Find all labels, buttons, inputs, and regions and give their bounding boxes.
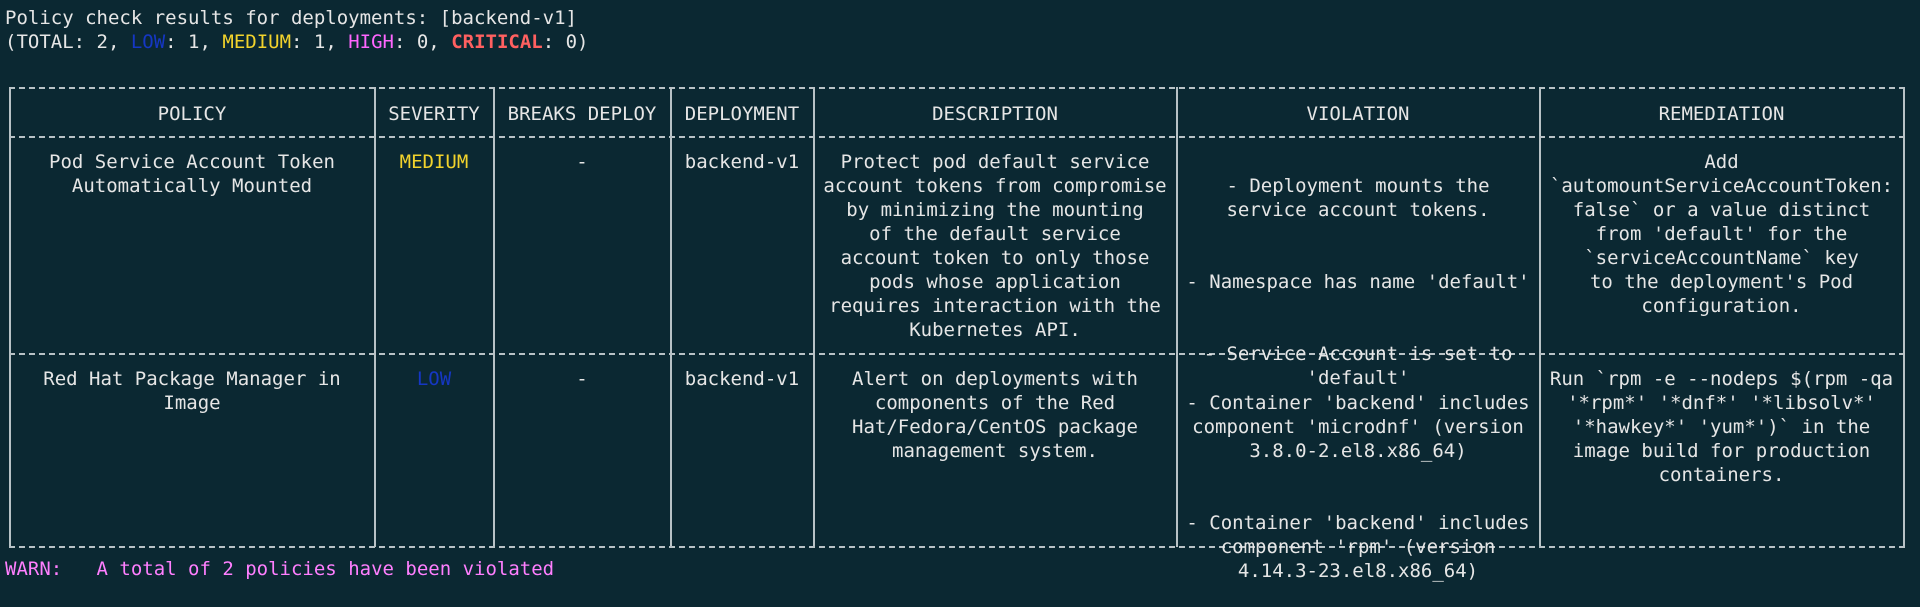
deployment-cell: backend-v1 (684, 151, 800, 173)
warn-message: A total of 2 policies have been violated (96, 558, 555, 580)
summary-critical-label: CRITICAL (451, 31, 543, 53)
table-border-top (9, 87, 1905, 89)
warn-label: WARN: (5, 558, 63, 580)
column-separator (374, 87, 376, 547)
summary-medium-value: : 1, (291, 31, 349, 53)
violation-item: - Container 'backend' includes component… (1186, 392, 1530, 462)
violation-cell: - Container 'backend' includes component… (1179, 367, 1537, 607)
column-separator (1903, 87, 1905, 547)
violation-cell: - Deployment mounts the service account … (1179, 150, 1537, 414)
column-separator (1176, 87, 1178, 547)
summary-medium-label: MEDIUM (222, 31, 292, 53)
breaks-deploy-cell: - (576, 151, 588, 173)
header-policy: POLICY (157, 103, 227, 125)
severity-cell: LOW (416, 368, 452, 390)
terminal-window: Policy check results for deployments: [b… (5, 7, 1905, 582)
severity-summary: (TOTAL: 2, LOW: 1, MEDIUM: 1, HIGH: 0, C… (5, 30, 588, 54)
header-severity: SEVERITY (388, 103, 480, 125)
header-remediation: REMEDIATION (1658, 103, 1785, 125)
column-separator (1539, 87, 1541, 547)
header-breaks-deploy: BREAKS DEPLOY (507, 103, 657, 125)
deployment-cell: backend-v1 (684, 368, 800, 390)
summary-high-value: : 0, (393, 31, 452, 53)
table-header-divider (9, 136, 1905, 138)
violation-item: - Container 'backend' includes component… (1186, 512, 1530, 582)
column-separator (9, 87, 11, 547)
description-cell: Alert on deployments with components of … (852, 368, 1138, 462)
summary-high-label: HIGH (348, 31, 394, 53)
violation-item: - Deployment mounts the service account … (1226, 175, 1490, 221)
column-separator (493, 87, 495, 547)
summary-total: (TOTAL: 2, (5, 31, 131, 53)
remediation-cell: Run `rpm -e --nodeps $(rpm -qa '*rpm*' '… (1549, 368, 1894, 486)
remediation-cell: Add `automountServiceAccountToken: false… (1549, 151, 1894, 317)
table-row-divider (9, 353, 1905, 355)
violation-item: - Namespace has name 'default' (1186, 271, 1530, 293)
policy-cell: Pod Service Account Token Automatically … (49, 151, 335, 197)
summary-low-label: LOW (130, 31, 166, 53)
violation-item: - Service Account is set to 'default' (1203, 343, 1513, 389)
column-separator (813, 87, 815, 547)
results-title: Policy check results for deployments: [b… (5, 7, 577, 29)
column-separator (670, 87, 672, 547)
header-deployment: DEPLOYMENT (684, 103, 800, 125)
policy-cell: Red Hat Package Manager in Image (43, 368, 341, 414)
header-violation: VIOLATION (1306, 103, 1410, 125)
severity-cell: MEDIUM (399, 151, 469, 173)
table-border-bottom (9, 546, 1905, 548)
header-description: DESCRIPTION (932, 103, 1058, 125)
warn-line: WARN: A total of 2 policies have been vi… (5, 557, 554, 581)
breaks-deploy-cell: - (576, 368, 588, 390)
summary-critical-value: : 0) (542, 31, 589, 53)
description-cell: Protect pod default service account toke… (823, 151, 1167, 341)
summary-low-value: : 1, (165, 31, 223, 53)
